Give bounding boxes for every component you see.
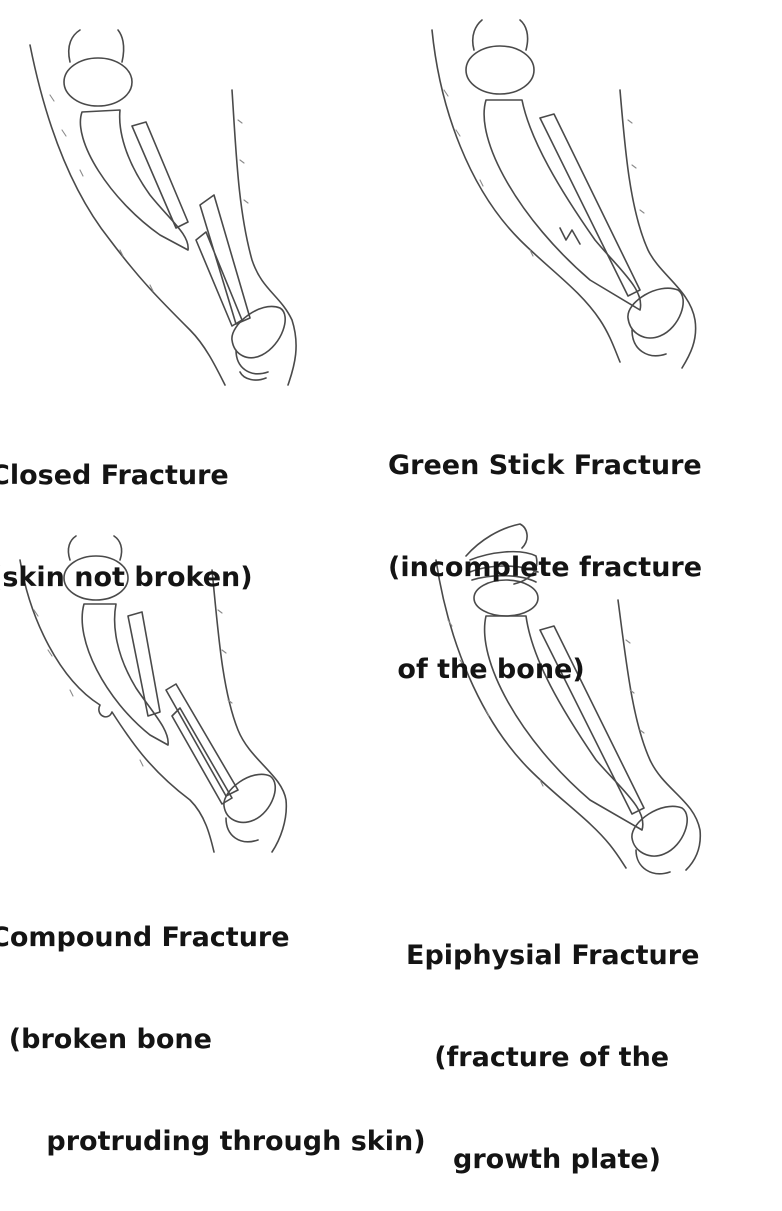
closed-fracture-title: Closed Fracture [0, 460, 229, 491]
epiphysial-skin-front-outline [617, 599, 702, 871]
closed-fibula [131, 121, 189, 229]
closed-fracture-description: (skin not broken) [0, 562, 253, 593]
epiphysial-fibula [539, 625, 645, 815]
compound-fibula [127, 611, 161, 717]
fracture-illustrations [19, 19, 702, 875]
closed-femur-condyle [63, 57, 133, 107]
green-ankle-bones [627, 287, 684, 357]
epiphysial-skin-back-outline [435, 559, 627, 869]
closed-ankle-bones [231, 305, 286, 381]
green-tibia [483, 99, 642, 311]
epiphysial-fracture-title: Epiphysial Fracture [406, 940, 700, 971]
green-femur-shaft [471, 19, 529, 51]
compound-fracture-description-line-1: (broken bone [0, 1024, 212, 1055]
green-stick-fracture-caption: Green Stick Fracture (incomplete fractur… [388, 381, 702, 721]
green-skin-back-outline [431, 29, 621, 363]
compound-femur-condyle [63, 555, 129, 601]
closed-tibia [79, 109, 189, 251]
epiphysial-growth-plate [469, 565, 539, 583]
compound-fracture-drawing [19, 535, 288, 853]
epiphysial-fracture-drawing [435, 523, 702, 875]
compound-fracture-caption: Compound Fracture (broken bone protrudin… [0, 853, 426, 1193]
compound-tibia [81, 603, 169, 746]
green-stick-fracture-title: Green Stick Fracture [388, 450, 702, 481]
closed-fracture-caption: Closed Fracture (skin not broken) [0, 391, 253, 629]
compound-skin-front-outline [211, 569, 288, 853]
compound-femur-shaft [67, 535, 123, 561]
closed-femur-shaft [67, 29, 125, 63]
epiphysial-fracture-description-line-2: growth plate) [406, 1144, 662, 1175]
compound-fracture-title: Compound Fracture [0, 922, 290, 953]
compound-fracture-description-line-2: protruding through skin) [0, 1126, 426, 1157]
closed-skin-front-outline [231, 89, 297, 386]
green-stick-fracture-description-line-1: (incomplete fracture [388, 552, 703, 583]
green-skin-front-outline [619, 89, 697, 369]
epiphysial-fracture-caption: Epiphysial Fracture (fracture of the gro… [406, 871, 699, 1211]
compound-skin-back-outline [19, 559, 215, 853]
green-stick-crack [559, 227, 581, 245]
epiphysial-fracture-description-line-1: (fracture of the [406, 1042, 670, 1073]
compound-ankle-bones [223, 773, 276, 843]
epiphysial-tibia [483, 615, 644, 831]
compound-protruding-bone [165, 683, 239, 805]
green-femur-condyle [465, 45, 535, 95]
closed-skin-back-outline [29, 44, 226, 386]
green-stick-fracture-description-line-2: of the bone) [388, 654, 585, 685]
green-fibula [539, 113, 641, 297]
green-stick-fracture-drawing [431, 19, 697, 369]
closed-fracture-drawing [29, 29, 297, 386]
epiphysial-ankle-bones [631, 805, 688, 875]
